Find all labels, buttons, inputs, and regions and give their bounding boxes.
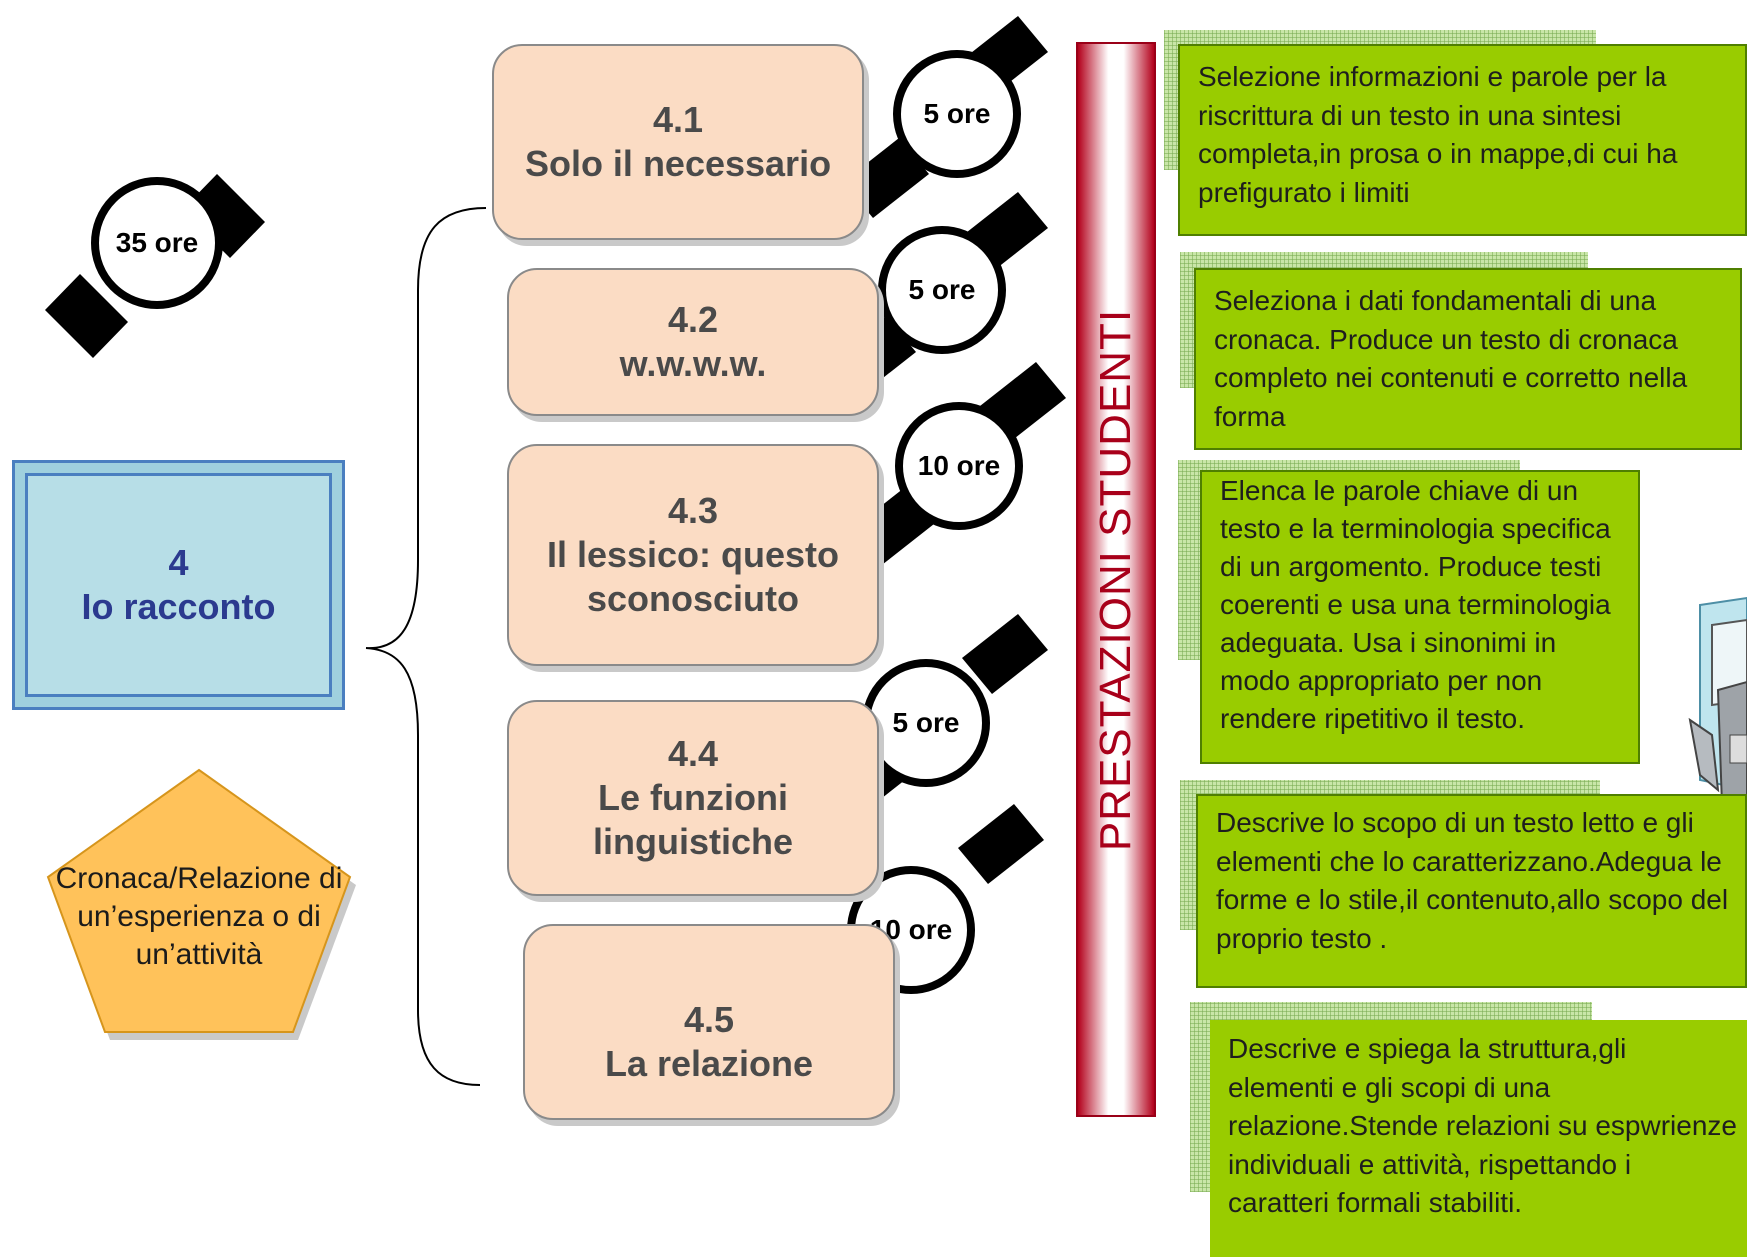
module-title: La relazione	[604, 1043, 814, 1084]
module-title: Le funzioni linguistiche	[592, 777, 794, 862]
performance-text: Elenca le parole chiave di un testo e la…	[1220, 475, 1611, 734]
computer-clipart-icon	[1688, 596, 1747, 807]
module-code: 4.1	[652, 99, 704, 140]
performance-box: Descrive lo scopo di un testo letto e gl…	[1196, 794, 1747, 988]
module-box-4-4: 4.4 Le funzioni linguistiche	[507, 700, 879, 896]
performance-box: Descrive e spiega la struttura,gli eleme…	[1210, 1020, 1747, 1257]
performance-text: Selezione informazioni e parole per la r…	[1198, 61, 1678, 208]
total-hours-label: 35 ore	[115, 227, 199, 258]
module-code: 4.4	[667, 733, 719, 774]
module-title: Il lessico: questo sconosciuto	[546, 534, 840, 619]
module-box-4-1: 4.1 Solo il necessario	[492, 44, 864, 240]
pentagon-shape	[46, 768, 356, 1040]
performance-box: Selezione informazioni e parole per la r…	[1178, 44, 1747, 236]
unit-title: Io racconto	[81, 586, 276, 627]
watch-icon	[45, 174, 265, 358]
performance-banner-label: PRESTAZIONI STUDENTI	[1091, 308, 1140, 852]
module-box-4-2: 4.2 w.w.w.w.	[507, 268, 879, 416]
curly-brace	[365, 207, 487, 1086]
module-code: 4.5	[683, 999, 735, 1040]
performance-text: Descrive lo scopo di un testo letto e gl…	[1216, 807, 1729, 954]
module-code: 4.3	[667, 490, 719, 531]
module-title: Solo il necessario	[524, 143, 832, 184]
performance-text: Descrive e spiega la struttura,gli eleme…	[1228, 1033, 1737, 1218]
module-box-4-3: 4.3 Il lessico: questo sconosciuto	[507, 444, 879, 666]
module-hours-label: 5 ore	[923, 98, 991, 129]
product-text: Cronaca/Relazione di un’esperienza o di …	[55, 862, 343, 971]
product-pentagon: Cronaca/Relazione di un’esperienza o di …	[46, 768, 352, 1030]
module-hours-label: 5 ore	[908, 274, 976, 305]
performance-box: Seleziona i dati fondamentali di una cro…	[1194, 268, 1742, 450]
performance-box: Elenca le parole chiave di un testo e la…	[1200, 470, 1640, 764]
unit-number: 4	[168, 542, 189, 583]
module-box-4-5: 4.5 La relazione	[523, 924, 895, 1120]
unit-box: 4 Io racconto	[12, 460, 345, 710]
module-hours-label: 10 ore	[917, 450, 1001, 481]
performance-banner	[1076, 42, 1156, 1117]
module-hours-label: 5 ore	[892, 707, 960, 738]
module-code: 4.2	[667, 299, 719, 340]
watch-icon	[843, 16, 1048, 218]
module-title: w.w.w.w.	[619, 343, 767, 384]
performance-text: Seleziona i dati fondamentali di una cro…	[1214, 285, 1688, 432]
